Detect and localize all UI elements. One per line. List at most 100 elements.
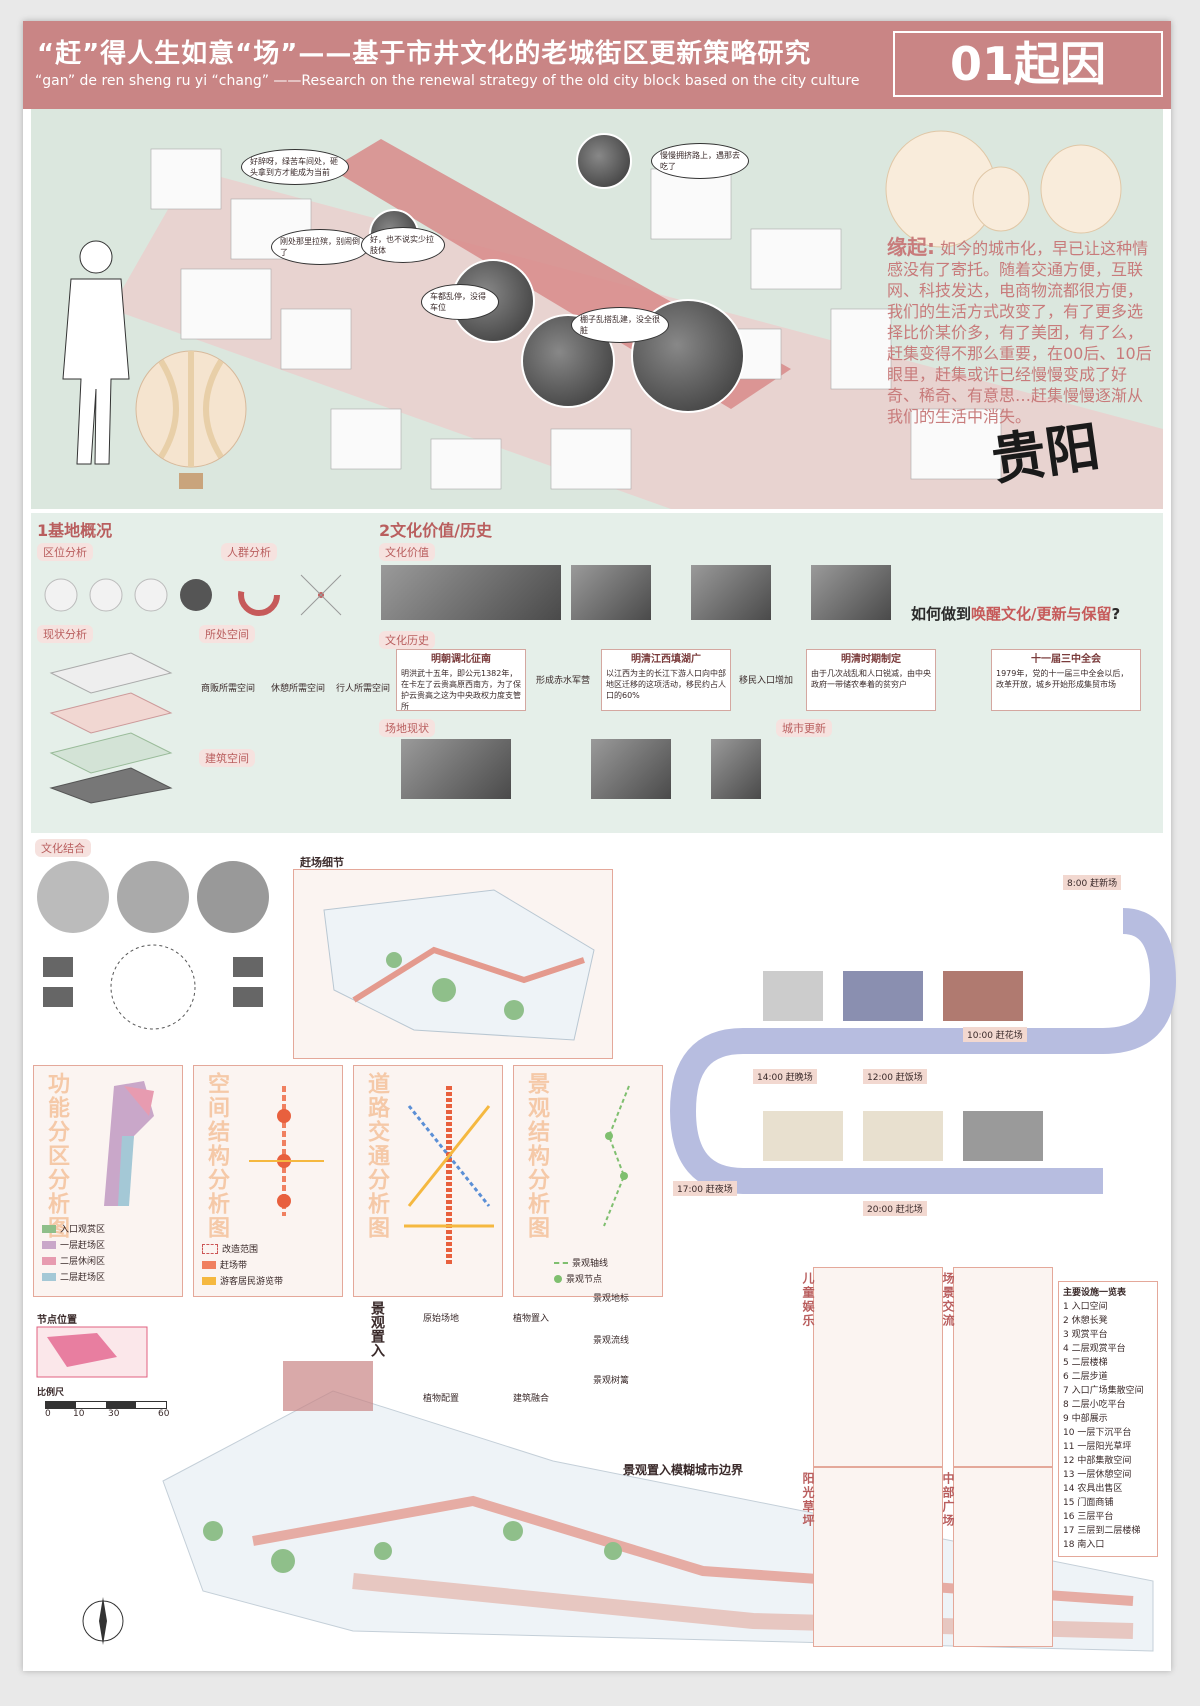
speech-bubble: 刚处那里拉殡，别闹倒了: [271, 229, 369, 265]
facility-item: 1 入口空间: [1063, 1302, 1108, 1312]
landscape-analysis-title: 景观结构分析图: [524, 1072, 549, 1240]
history-card: 十一届三中全会 1979年，党的十一届三中全会以后，改革开放，城乡开始形成集贸市…: [991, 649, 1141, 711]
facility-item: 10 一层下沉平台: [1063, 1428, 1132, 1438]
question-highlight: 唤醒文化/更新与保留: [971, 605, 1112, 623]
history-card: 明朝调北征南 明洪武十五年，即公元1382年，在卡左了云贵高原西南方，为了保护云…: [396, 649, 526, 711]
landscape-right: 景观流线: [593, 1336, 630, 1346]
history-card-text: 1979年，党的十一届三中全会以后，改革开放，城乡开始形成集贸市场: [996, 669, 1129, 689]
landscape-legend: 景观轴线 景观节点: [554, 1256, 608, 1288]
legend-item: 景观轴线: [554, 1256, 608, 1269]
facility-item: 7 入口广场集散空间: [1063, 1386, 1144, 1396]
landscape-right: 景观树篱: [593, 1376, 630, 1386]
site-photo: [711, 739, 761, 799]
legend-label: 赶场带: [220, 1261, 248, 1271]
location-diagrams: [44, 574, 342, 616]
legend-item: 赶场带: [202, 1258, 283, 1271]
function-map: [104, 1081, 154, 1206]
scale-title: 比例尺: [37, 1388, 65, 1398]
time-badge: 8:00 赶新场: [1063, 875, 1122, 890]
legend-item: 二层赶场区: [42, 1270, 105, 1283]
node-location-map: [36, 1326, 148, 1378]
legend-label: 二层休闲区: [60, 1257, 106, 1267]
node-location-title: 节点位置: [37, 1315, 77, 1326]
question-post: ?: [1111, 605, 1121, 623]
layer-diagram: [49, 652, 173, 804]
landscape-step: 建筑融合: [513, 1394, 550, 1404]
time-badge: 17:00 赶夜场: [673, 1181, 737, 1196]
intro-text: 缘起: 如今的城市化，早已让这种情感没有了寄托。随着交通方便，互联网、科技发达，…: [887, 235, 1157, 427]
time-badge: 10:00 赶花场: [963, 1027, 1027, 1042]
space-label: 行人所需空间: [336, 684, 391, 694]
detail-plan: [323, 889, 595, 1041]
site-photo: [401, 739, 511, 799]
tag-culture-history: 文化历史: [379, 631, 435, 649]
space-analysis: 空间结构分析图 改造范围 赶场带 游客居民游览带: [193, 1065, 343, 1297]
scale-tick: 30: [108, 1409, 120, 1419]
legend-item: 一层赶场区: [42, 1238, 105, 1251]
legend-label: 一层赶场区: [60, 1241, 106, 1251]
history-card: 明清江西填湖广 以江西为主的长江下游人口向中部地区迁移的这项活动，移民约占人口的…: [601, 649, 731, 711]
landscape-analysis: 景观结构分析图 景观轴线 景观节点: [513, 1065, 663, 1297]
intro-label: 缘起:: [887, 235, 935, 259]
landscape-intro-title: 景观置入: [369, 1301, 385, 1357]
tag-renewal: 城市更新: [776, 719, 832, 737]
legend-item: 游客居民游览带: [202, 1274, 283, 1287]
detail-panel: 赶场细节: [293, 856, 613, 1059]
facility-item: 3 观赏平台: [1063, 1330, 1108, 1340]
scale-tick: 0: [45, 1409, 51, 1419]
legend-label: 景观轴线: [572, 1259, 609, 1269]
facility-item: 4 二层观赏平台: [1063, 1344, 1126, 1354]
landscape-map: [603, 1085, 630, 1227]
key-question: 如何做到唤醒文化/更新与保留?: [911, 603, 1120, 624]
facility-item: 11 一层阳光草坪: [1063, 1442, 1132, 1452]
poster-title: “赶”得人生如意“场”——基于市井文化的老城街区更新策略研究: [37, 39, 812, 69]
zone-panel-children: 儿童娱乐: [801, 1267, 943, 1467]
itinerary-track: [669, 908, 1177, 1194]
facility-item: 9 中部展示: [1063, 1414, 1108, 1424]
facility-item: 18 南入口: [1063, 1540, 1105, 1550]
culture-photo: [691, 565, 771, 620]
culture-combine-diagram: [37, 861, 269, 1030]
speech-bubble: 车都乱停，没得车位: [421, 284, 499, 320]
scale-tick: 10: [73, 1409, 85, 1419]
city-calligraphy: 贵阳: [987, 413, 1104, 493]
site-photo: [591, 739, 671, 799]
tag-culture-value: 文化价值: [379, 543, 435, 561]
tag-site-status: 场地现状: [379, 719, 435, 737]
facility-item: 12 中部集散空间: [1063, 1456, 1132, 1466]
legend-label: 游客居民游览带: [220, 1277, 284, 1287]
poster: “赶”得人生如意“场”——基于市井文化的老城街区更新策略研究 “gan” de …: [23, 21, 1177, 1671]
scale-tick: 60: [158, 1409, 170, 1419]
history-card-title: 明清江西填湖广: [631, 654, 701, 665]
balloon-icon: [885, 130, 1122, 248]
legend-label: 景观节点: [566, 1275, 603, 1285]
landscape-step: 植物配置: [423, 1394, 460, 1404]
history-card-title: 明清时期制定: [841, 654, 901, 665]
zone-panel-exchange: 场景交流: [941, 1267, 1053, 1467]
space-label: 休憩所需空间: [271, 684, 326, 694]
tag-building: 建筑空间: [199, 749, 255, 767]
space-map: [249, 1086, 324, 1216]
section2-title: 2文化价值/历史: [379, 521, 492, 540]
hero-aerial: 好辞呀，绿苦车间处，砸头拿到方才能成为当前 刚处那里拉殡，别闹倒了 好，也不说实…: [31, 109, 1163, 509]
question-pre: 如何做到: [911, 605, 972, 623]
facility-item: 8 二层小吃平台: [1063, 1400, 1126, 1410]
zone-panel-lawn: 阳光草坪: [801, 1467, 943, 1647]
culture-photo: [381, 565, 561, 620]
time-badge: 12:00 赶饭场: [863, 1069, 927, 1084]
facility-item: 2 休憩长凳: [1063, 1316, 1108, 1326]
legend-label: 二层赶场区: [60, 1273, 106, 1283]
facility-item: 15 门面商铺: [1063, 1498, 1114, 1508]
speech-bubble: 好辞呀，绿苦车间处，砸头拿到方才能成为当前: [241, 149, 349, 185]
time-badge: 14:00 赶晚场: [753, 1069, 817, 1084]
legend-item: 改造范围: [202, 1242, 283, 1255]
legend-item: 入口观赏区: [42, 1222, 105, 1235]
road-analysis: 道路交通分析图: [353, 1065, 503, 1297]
tag-culture-combine: 文化结合: [35, 839, 91, 857]
tag-status: 现状分析: [37, 625, 93, 643]
balloon-icon: [135, 350, 247, 489]
detail-title: 赶场细节: [300, 856, 344, 869]
legend-label: 入口观赏区: [60, 1225, 106, 1235]
poster-subtitle: “gan” de ren sheng ru yi “chang” ——Resea…: [35, 73, 860, 89]
